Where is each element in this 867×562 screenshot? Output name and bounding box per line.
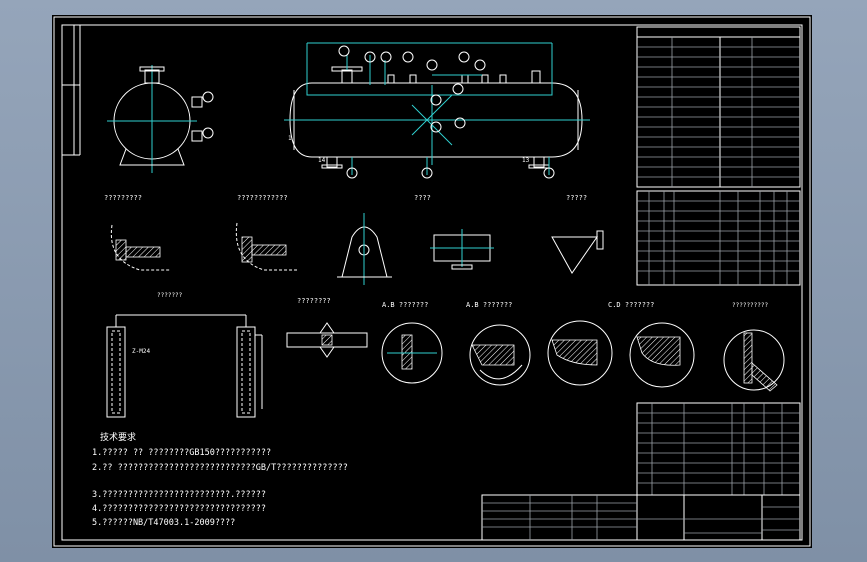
label-support: ??????? bbox=[157, 292, 183, 299]
vessel-main-view bbox=[284, 42, 590, 175]
mark-13: 13 bbox=[522, 157, 530, 164]
parts-list bbox=[636, 402, 801, 496]
cd-weld-2 bbox=[629, 322, 695, 388]
label-end-view: ????????? bbox=[104, 194, 142, 202]
nozzle-balloons bbox=[338, 45, 555, 179]
support-plate-view bbox=[106, 314, 263, 418]
design-data-table bbox=[636, 26, 801, 188]
mark-14: 14 bbox=[318, 157, 326, 164]
support-section bbox=[337, 213, 392, 285]
flange-detail bbox=[723, 329, 785, 392]
mark-1: 1 bbox=[288, 135, 292, 142]
tech-line-5: 5.??????NB/T47003.1-2009???? bbox=[92, 518, 235, 528]
funnel-detail bbox=[551, 230, 604, 274]
tech-title: 技术要求 bbox=[100, 431, 136, 443]
label-cd: C.D ??????? bbox=[608, 301, 654, 309]
label-ring: ???????? bbox=[297, 297, 331, 305]
inner-border bbox=[61, 24, 803, 541]
nozzle-table bbox=[636, 190, 801, 286]
tech-line-1: 1.????? ?? ????????GB150??????????? bbox=[92, 448, 271, 458]
plate-detail bbox=[430, 229, 494, 270]
weld-detail-2 bbox=[235, 222, 297, 271]
vessel-end-view bbox=[107, 65, 214, 173]
label-sec3: ????? bbox=[566, 194, 587, 202]
ring-weld-detail bbox=[286, 322, 368, 358]
drawing-sheet: 1 14 13 bbox=[52, 15, 812, 548]
weld-detail-1 bbox=[110, 224, 170, 271]
label-ab-1: A.B ??????? bbox=[382, 301, 428, 309]
tech-line-3: 3.?????????????????????????.?????? bbox=[92, 490, 266, 500]
title-block bbox=[481, 494, 801, 541]
outer-border bbox=[53, 16, 811, 547]
cd-weld-1 bbox=[547, 320, 613, 386]
left-title-strip bbox=[62, 25, 81, 156]
drawing-svg: 1 14 13 bbox=[53, 16, 811, 547]
label-sec1: ???????????? bbox=[237, 194, 288, 202]
tech-line-2: 2.?? ???????????????????????????GB/T????… bbox=[92, 463, 348, 473]
ab-weld-2 bbox=[469, 324, 531, 386]
ab-weld-1 bbox=[381, 322, 443, 384]
note-z-m24: Z-M24 bbox=[132, 348, 150, 355]
label-sec2: ???? bbox=[414, 194, 431, 202]
label-last: ?????????? bbox=[732, 302, 769, 309]
tech-line-4: 4.???????????????????????????????? bbox=[92, 504, 266, 514]
label-ab-2: A.B ??????? bbox=[466, 301, 512, 309]
